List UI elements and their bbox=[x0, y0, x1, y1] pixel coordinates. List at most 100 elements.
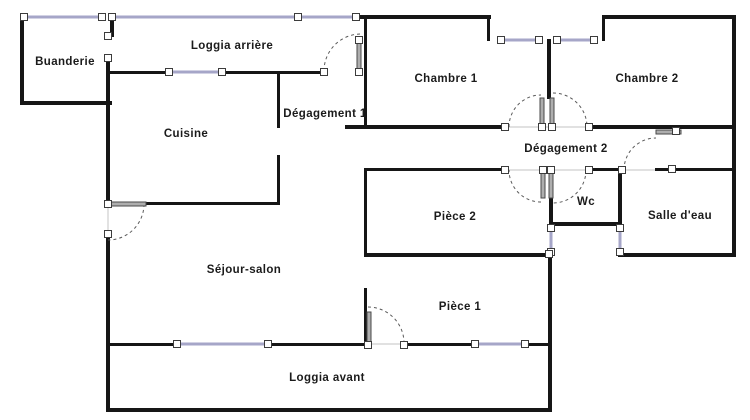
wall bbox=[590, 168, 621, 171]
handle-square bbox=[294, 13, 302, 21]
door-leaf bbox=[655, 129, 682, 135]
room-label-cuisine: Cuisine bbox=[163, 128, 209, 140]
wall bbox=[277, 71, 280, 128]
handle-square bbox=[264, 340, 272, 348]
wall bbox=[487, 15, 490, 41]
handle-square bbox=[501, 123, 509, 131]
handle-square bbox=[668, 165, 676, 173]
wall bbox=[277, 155, 280, 205]
wall bbox=[618, 253, 736, 257]
room-label-sejour-salon: Séjour-salon bbox=[206, 264, 282, 276]
handle-square bbox=[320, 68, 328, 76]
wall bbox=[549, 222, 622, 226]
door-leaf bbox=[366, 311, 372, 344]
room-label-loggia-arriere: Loggia arrière bbox=[190, 40, 274, 52]
room-label-degagement-2: Dégagement 2 bbox=[524, 143, 608, 155]
handle-square bbox=[535, 36, 543, 44]
handle-square bbox=[521, 340, 529, 348]
handle-square bbox=[364, 341, 372, 349]
handle-square bbox=[104, 32, 112, 40]
wall bbox=[547, 39, 551, 99]
door-swing-arc bbox=[367, 306, 405, 344]
door-swing-arc bbox=[552, 169, 587, 204]
handle-square bbox=[501, 166, 509, 174]
handle-square bbox=[108, 13, 116, 21]
handle-square bbox=[104, 54, 112, 62]
door-swing-arc bbox=[623, 137, 657, 171]
room-label-degagement-1: Dégagement 1 bbox=[283, 108, 367, 120]
handle-square bbox=[20, 13, 28, 21]
handle-square bbox=[218, 68, 226, 76]
door-leaf bbox=[548, 169, 554, 199]
wall bbox=[602, 15, 736, 19]
wall bbox=[356, 15, 491, 19]
door-swing-arc bbox=[508, 169, 542, 203]
room-label-loggia-avant: Loggia avant bbox=[289, 372, 365, 384]
wall bbox=[732, 15, 736, 257]
handle-square bbox=[547, 166, 555, 174]
handle-square bbox=[104, 230, 112, 238]
wall bbox=[106, 71, 169, 74]
door-leaf bbox=[539, 97, 545, 127]
wall bbox=[345, 125, 505, 129]
handle-square bbox=[98, 13, 106, 21]
room-label-piece-2: Pièce 2 bbox=[433, 211, 477, 223]
wall bbox=[20, 101, 112, 105]
handle-square bbox=[165, 68, 173, 76]
door-swing-arc bbox=[508, 94, 542, 128]
handle-square bbox=[497, 36, 505, 44]
handle-square bbox=[585, 166, 593, 174]
handle-square bbox=[553, 36, 561, 44]
wall bbox=[405, 343, 475, 346]
wall bbox=[655, 168, 736, 171]
room-label-chambre-2: Chambre 2 bbox=[615, 73, 679, 85]
wall bbox=[602, 15, 605, 41]
wall bbox=[106, 235, 110, 412]
handle-square bbox=[585, 123, 593, 131]
wall bbox=[364, 168, 505, 171]
wall bbox=[525, 343, 552, 346]
door-leaf bbox=[549, 97, 555, 127]
wall bbox=[106, 58, 110, 205]
handle-square bbox=[545, 250, 553, 258]
door-swing-arc bbox=[107, 203, 145, 241]
wall bbox=[364, 288, 367, 346]
handle-square bbox=[616, 224, 624, 232]
handle-square bbox=[590, 36, 598, 44]
room-label-wc: Wc bbox=[576, 196, 596, 208]
wall bbox=[106, 343, 177, 346]
wall bbox=[106, 202, 280, 205]
handle-square bbox=[355, 68, 363, 76]
handle-square bbox=[672, 127, 680, 135]
handle-square bbox=[352, 13, 360, 21]
handle-square bbox=[104, 200, 112, 208]
handle-square bbox=[547, 224, 555, 232]
door-swing-arc bbox=[552, 92, 588, 128]
room-label-salle-d-eau: Salle d'eau bbox=[647, 210, 713, 222]
door-leaf bbox=[107, 201, 147, 207]
wall bbox=[268, 343, 370, 346]
wall bbox=[20, 15, 24, 104]
door-swing-arc bbox=[323, 33, 362, 72]
wall bbox=[364, 15, 367, 128]
handle-square bbox=[616, 248, 624, 256]
wall bbox=[222, 71, 324, 74]
handle-square bbox=[618, 166, 626, 174]
room-label-chambre-1: Chambre 1 bbox=[414, 73, 478, 85]
wall bbox=[106, 408, 552, 412]
wall bbox=[548, 255, 552, 412]
wall bbox=[364, 168, 367, 257]
handle-square bbox=[355, 36, 363, 44]
handle-square bbox=[538, 123, 546, 131]
handle-square bbox=[400, 341, 408, 349]
room-label-buanderie: Buanderie bbox=[35, 56, 95, 68]
handle-square bbox=[548, 123, 556, 131]
handle-square bbox=[471, 340, 479, 348]
door-leaf bbox=[540, 169, 546, 199]
room-label-piece-1: Pièce 1 bbox=[438, 301, 482, 313]
wall bbox=[364, 253, 553, 257]
handle-square bbox=[539, 166, 547, 174]
wall bbox=[590, 125, 736, 129]
